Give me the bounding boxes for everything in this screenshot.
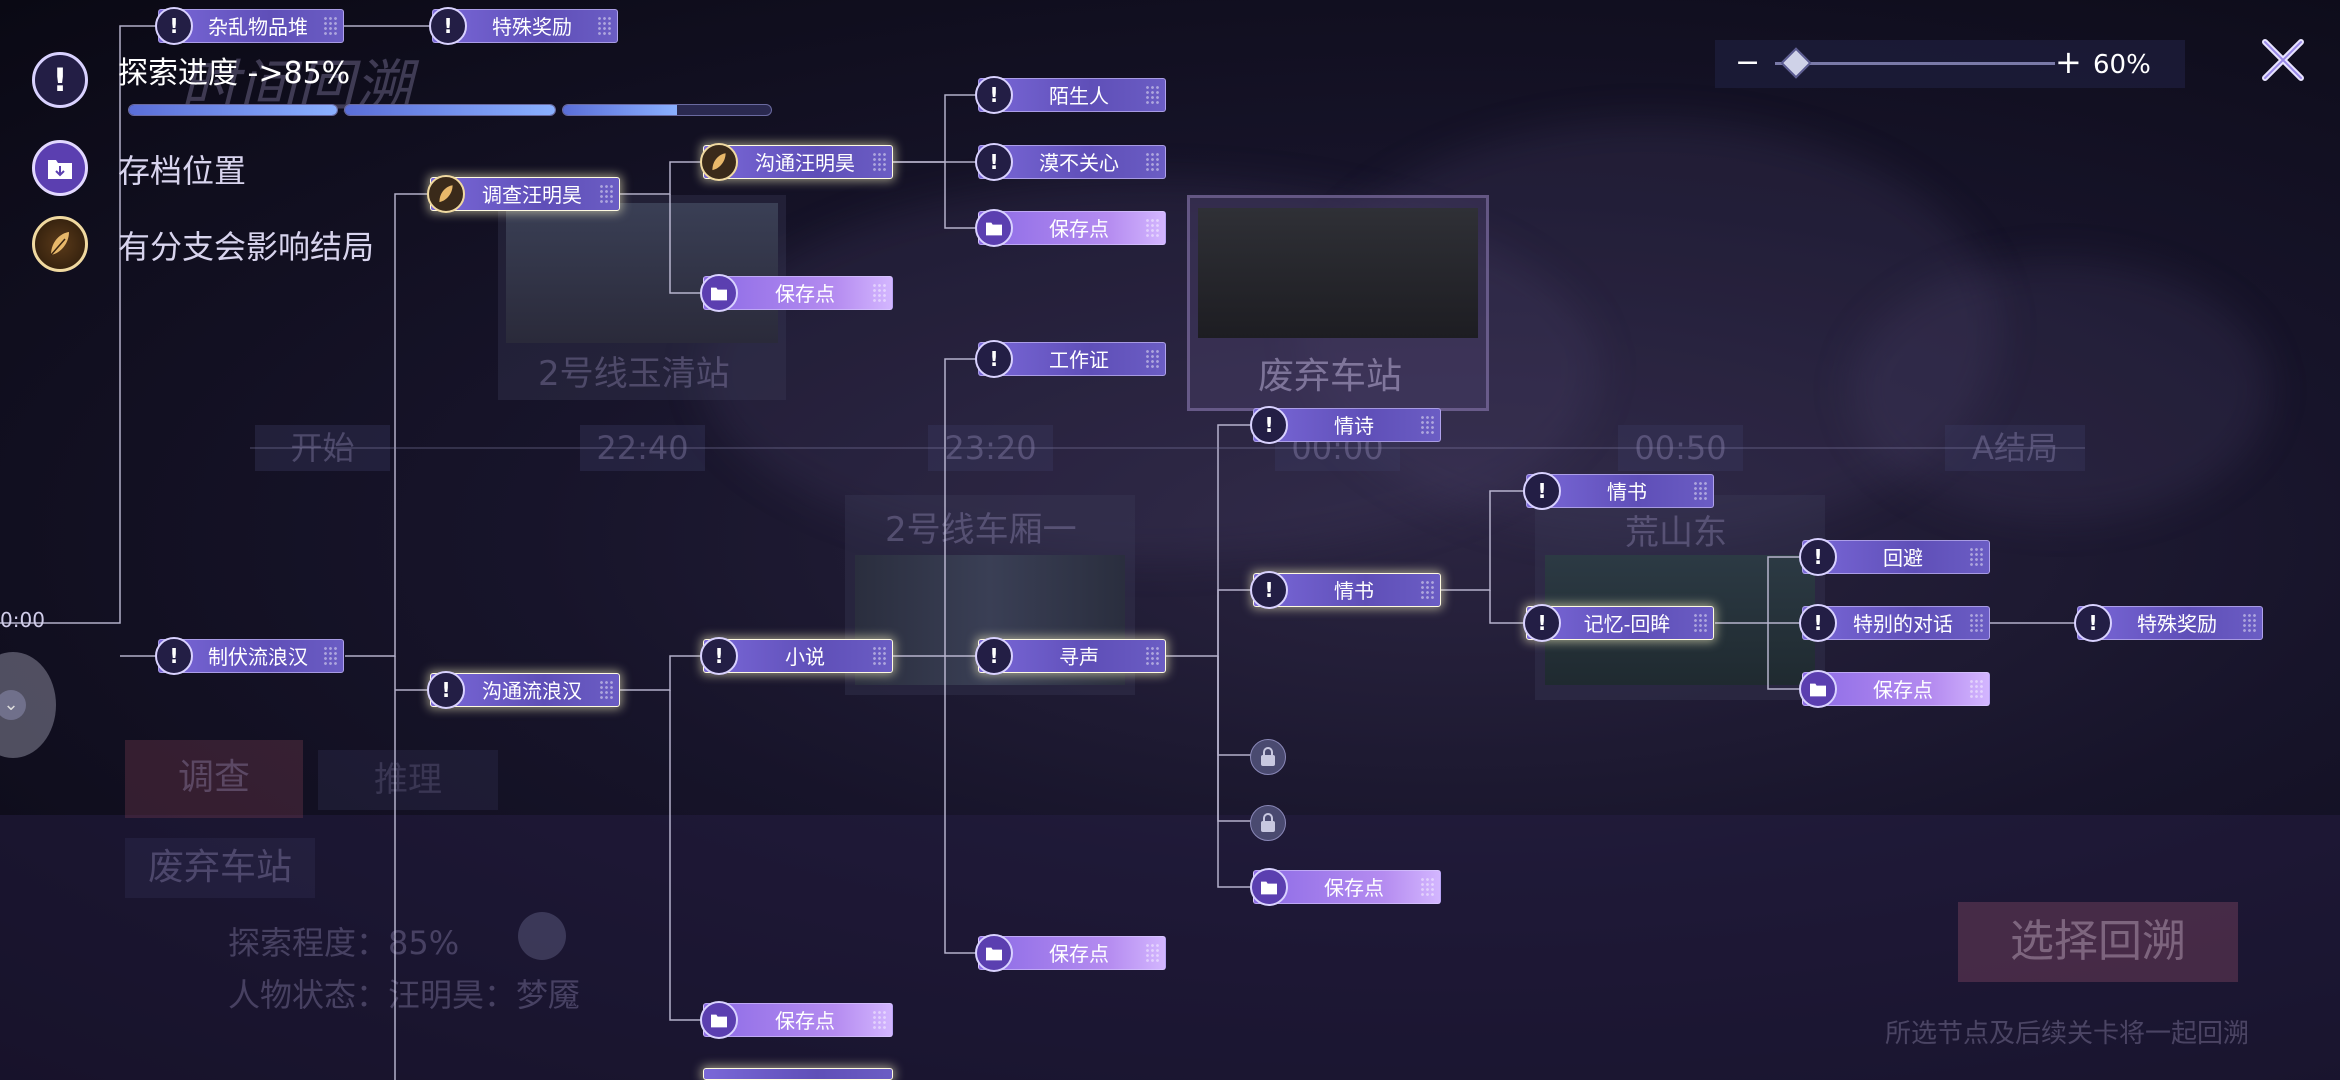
node-event[interactable]: !沟通流浪汉 [427,671,620,709]
zoom-value: 60% [2093,50,2151,80]
node-event[interactable]: !陌生人 [975,76,1166,114]
lock-icon [1261,747,1275,766]
bg-scene-title: 2号线车厢一 [885,510,1077,550]
lock-icon [1261,813,1275,832]
locked-node [1250,739,1286,775]
bg-timeline-time: 22:40 [580,425,705,471]
node-event[interactable]: !杂乱物品堆 [155,7,344,45]
bg-location: 废弃车站 [125,838,315,898]
bg-timeline-time: 23:20 [928,425,1053,471]
node-event[interactable]: !记忆-回眸 [1523,604,1714,642]
exclamation-icon: ! [975,340,1013,378]
node-event[interactable]: !情诗 [1250,406,1441,444]
exclamation-icon: ! [2074,604,2112,642]
node-event-partial[interactable] [703,1068,893,1080]
bg-scene-title: 废弃车站 [1258,356,1403,397]
progress-bar-segment [128,104,338,116]
zoom-slider-track[interactable] [1775,62,2055,65]
progress-text: 探索进度 ->85% [118,56,351,91]
node-branch[interactable]: 沟通汪明昊 [700,143,893,181]
bg-info-panel [0,815,2340,1080]
bg-timeline-time: 00:50 [1618,425,1743,471]
bg-status: 人物状态：汪明昊：梦魇 [228,976,581,1014]
exclamation-icon: ! [700,637,738,675]
save-folder-icon [975,209,1013,247]
exclamation-icon: ! [975,637,1013,675]
node-event[interactable]: !工作证 [975,340,1166,378]
bg-tab-reason: 推理 [318,750,498,810]
node-event[interactable]: !特殊奖励 [429,7,618,45]
exclamation-icon: ! [1250,406,1288,444]
close-button[interactable] [2255,30,2311,90]
save-folder-icon [1799,670,1837,708]
locked-node [1250,805,1286,841]
node-event[interactable]: !情书 [1523,472,1714,510]
bg-left-time: 0:00 [0,608,45,632]
node-save[interactable]: 保存点 [700,274,893,312]
node-event[interactable]: !小说 [700,637,893,675]
node-event[interactable]: !漠不关心 [975,143,1166,181]
node-save[interactable]: 保存点 [975,934,1166,972]
exclamation-icon: ! [1523,604,1561,642]
bg-timeline-start: 开始 [255,425,390,471]
node-save[interactable]: 保存点 [975,209,1166,247]
save-folder-icon [700,1001,738,1039]
node-branch[interactable]: 调查汪明昊 [427,175,620,213]
branch-leaf-icon [32,216,88,272]
progress-bar-segment [344,104,556,116]
node-event[interactable]: !回避 [1799,538,1990,576]
tree-icon [518,912,566,960]
zoom-slider-handle[interactable] [1780,47,1812,79]
zoom-in-button[interactable]: + [2055,43,2082,81]
select-rewind-button[interactable]: 选择回溯 [1958,902,2238,982]
exclamation-icon: ! [429,7,467,45]
node-event[interactable]: !寻声 [975,637,1166,675]
exclamation-icon: ! [1250,571,1288,609]
zoom-control: − + 60% [1715,40,2185,88]
bg-tab-investigate: 调查 [125,740,303,818]
legend-save-label: 存档位置 [118,152,247,190]
exclamation-icon: ! [155,7,193,45]
bg-scene-title: 荒山东 [1625,513,1727,553]
event-node-icon: ! [32,52,88,108]
zoom-out-button[interactable]: − [1735,45,1761,80]
node-save[interactable]: 保存点 [1799,670,1990,708]
legend-branch-label: 有分支会影响结局 [118,228,375,266]
node-save[interactable]: 保存点 [700,1001,893,1039]
node-event[interactable]: !特殊奖励 [2074,604,2263,642]
save-folder-icon [700,274,738,312]
save-folder-icon [1250,868,1288,906]
branch-leaf-icon [700,143,738,181]
bg-scene-title: 2号线玉清站 [538,354,730,394]
rewind-hint: 所选节点及后续关卡将一起回溯 [1885,1019,2250,1049]
node-event[interactable]: !制伏流浪汉 [155,637,344,675]
bg-timeline-end: A结局 [1945,425,2085,471]
exclamation-icon: ! [427,671,465,709]
node-event[interactable]: !情书 [1250,571,1441,609]
bg-mountain [1850,260,2270,520]
exclamation-icon: ! [1799,538,1837,576]
exclamation-icon: ! [975,143,1013,181]
progress-bar-segment [562,104,772,116]
save-folder-icon [975,934,1013,972]
save-folder-icon [32,140,88,196]
branch-leaf-icon [427,175,465,213]
node-save[interactable]: 保存点 [1250,868,1441,906]
exclamation-icon: ! [155,637,193,675]
chevron-down-icon: ⌄ [0,690,26,720]
exclamation-icon: ! [975,76,1013,114]
exclamation-icon: ! [1523,472,1561,510]
exclamation-icon: ! [1799,604,1837,642]
bg-explore: 探索程度：85% [228,924,460,962]
bg-scene-card-selected [1187,195,1489,411]
close-icon [2262,39,2304,81]
node-event[interactable]: !特别的对话 [1799,604,1990,642]
